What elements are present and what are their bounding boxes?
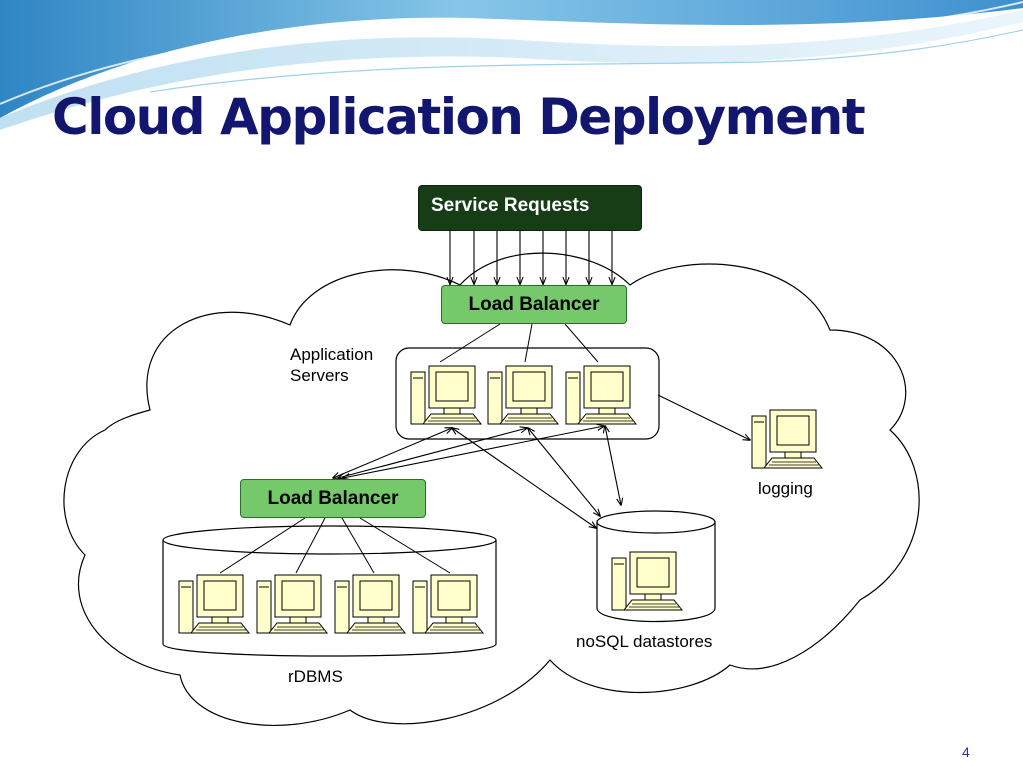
rdbms-computer-icon (334, 574, 406, 634)
app-servers-label: Application Servers (290, 344, 373, 386)
app-servers-label-line2: Servers (290, 366, 349, 385)
app-server-computer-icon (487, 365, 559, 425)
data-flow-arrows (333, 394, 750, 528)
rdbms-computer-icon (178, 574, 250, 634)
nosql-computer-icon (611, 551, 683, 611)
page-number: 4 (962, 744, 970, 760)
app-server-computer-icon (565, 365, 637, 425)
load-balancer-top: Load Balancer (441, 285, 627, 324)
nosql-label: noSQL datastores (576, 632, 713, 651)
logging-label: logging (758, 479, 813, 498)
rdbms-computer-icon (256, 574, 328, 634)
logging-computer-icon (751, 409, 823, 469)
load-balancer-bottom: Load Balancer (240, 479, 426, 518)
app-servers-label-line1: Application (290, 345, 374, 364)
rdbms-label: rDBMS (288, 667, 343, 686)
top-lb-links (439, 323, 599, 363)
slide-title: Cloud Application Deployment (52, 88, 866, 146)
bottom-lb-links (219, 517, 451, 574)
app-server-computer-icon (410, 365, 482, 425)
service-requests-box: Service Requests (418, 185, 642, 231)
header-wave (0, 0, 1023, 130)
rdbms-computer-icon (412, 574, 484, 634)
service-request-arrows (450, 231, 612, 284)
